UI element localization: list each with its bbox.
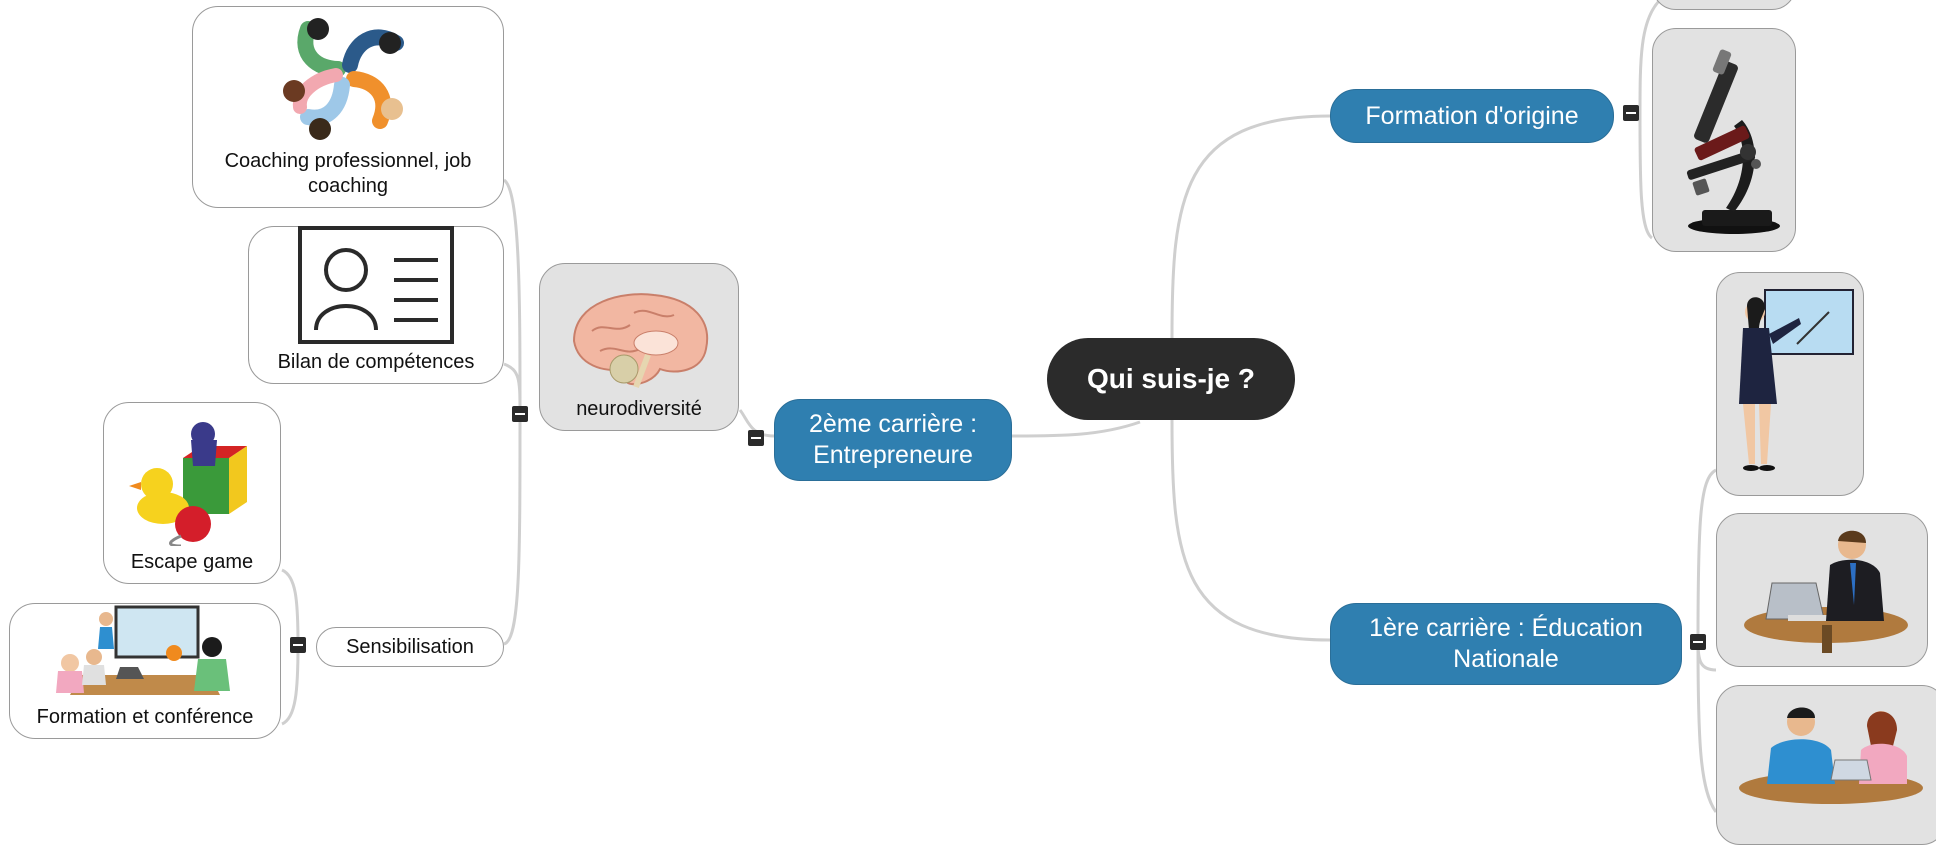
collapse-entrepreneur-button[interactable]: [748, 430, 764, 446]
collapse-sensibilisation-button[interactable]: [290, 637, 306, 653]
image-node-top-partial[interactable]: [1652, 0, 1796, 10]
profile-card-icon: [298, 226, 454, 344]
collapse-education-button[interactable]: [1690, 634, 1706, 650]
root-label: Qui suis-je ?: [1086, 363, 1256, 394]
branch-education-label: 1ère carrière : Éducation Nationale: [1369, 614, 1643, 673]
businessman-laptop-icon: [1732, 525, 1912, 655]
node-neurodiversite[interactable]: neurodiversité: [539, 263, 739, 431]
brain-icon: [564, 291, 714, 391]
sensibilisation-label: Sensibilisation: [346, 635, 474, 658]
node-bilan-competences[interactable]: Bilan de compétences: [248, 226, 504, 384]
image-node-microscope[interactable]: [1652, 28, 1796, 252]
bilan-label: Bilan de compétences: [277, 351, 475, 373]
node-sensibilisation[interactable]: Sensibilisation: [316, 627, 504, 667]
branch-formation-label: Formation d'origine: [1365, 101, 1579, 130]
two-people-desk-icon: [1731, 700, 1931, 830]
node-coaching[interactable]: Coaching professionnel, job coaching: [192, 6, 504, 208]
escape-game-label: Escape game: [130, 551, 254, 573]
node-formation-conference[interactable]: Formation et conférence: [9, 603, 281, 739]
branch-education-nationale[interactable]: 1ère carrière : Éducation Nationale: [1330, 603, 1682, 685]
formation-conference-label: Formation et conférence: [36, 706, 254, 728]
root-node[interactable]: Qui suis-je ?: [1047, 338, 1295, 420]
collapse-formation-button[interactable]: [1623, 105, 1639, 121]
collapse-neurodiversite-button[interactable]: [512, 406, 528, 422]
meeting-icon: [50, 605, 240, 701]
image-node-pair[interactable]: [1716, 685, 1936, 845]
image-node-businessman[interactable]: [1716, 513, 1928, 667]
neurodiversite-label: neurodiversité: [576, 398, 702, 420]
team-circle-icon: [278, 9, 418, 145]
microscope-icon: [1664, 40, 1784, 240]
toy-box-icon: [127, 416, 257, 546]
branch-entrepreneure[interactable]: 2ème carrière : Entrepreneure: [774, 399, 1012, 481]
image-node-teacher[interactable]: [1716, 272, 1864, 496]
teacher-board-icon: [1725, 284, 1855, 484]
node-escape-game[interactable]: Escape game: [103, 402, 281, 584]
branch-formation-origine[interactable]: Formation d'origine: [1330, 89, 1614, 143]
coaching-label: Coaching professionnel, job coaching: [224, 150, 472, 197]
branch-entrepreneur-label: 2ème carrière : Entrepreneure: [808, 410, 978, 469]
